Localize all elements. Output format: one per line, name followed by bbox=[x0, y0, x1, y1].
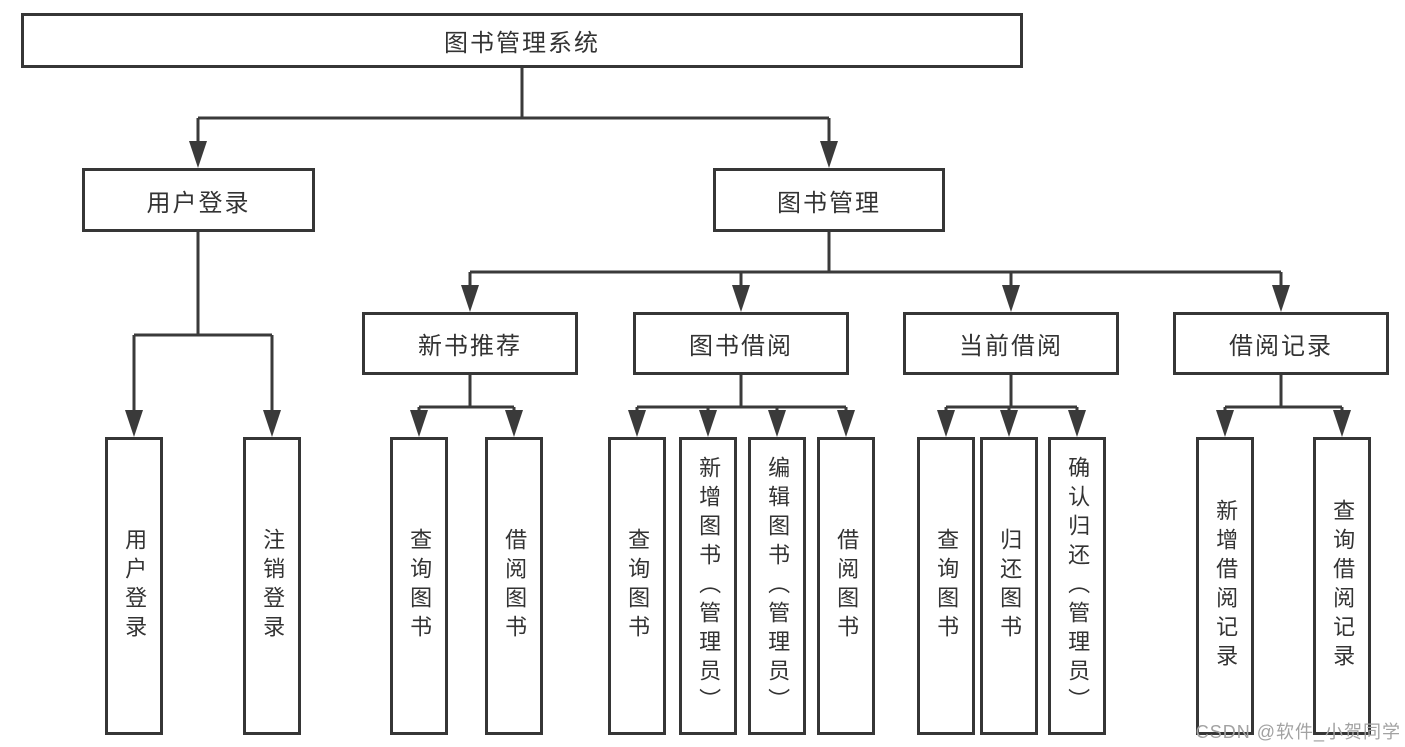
leaf-query-books-borrow-label: 查询图书 bbox=[625, 528, 651, 644]
arrowheads bbox=[125, 141, 1351, 437]
leaf-query-books-current-label: 查询图书 bbox=[934, 528, 960, 644]
leaf-query-books-recommend-label: 查询图书 bbox=[407, 528, 433, 644]
leaf-edit-books-admin-label: 编辑图书（管理员） bbox=[765, 455, 791, 717]
leaf-query-books-recommend: 查询图书 bbox=[390, 437, 448, 735]
leaf-add-borrow-record-label: 新增借阅记录 bbox=[1213, 499, 1239, 673]
leaf-add-borrow-record: 新增借阅记录 bbox=[1196, 437, 1254, 735]
node-borrowing-records: 借阅记录 bbox=[1173, 312, 1389, 375]
leaf-confirm-return-admin-label: 确认归还（管理员） bbox=[1065, 455, 1091, 717]
leaf-borrow-books-label: 借阅图书 bbox=[834, 528, 860, 644]
node-root-label: 图书管理系统 bbox=[444, 30, 600, 57]
leaf-user-login-label: 用户登录 bbox=[122, 528, 148, 644]
node-new-book-recommend: 新书推荐 bbox=[362, 312, 578, 375]
node-book-borrowing: 图书借阅 bbox=[633, 312, 849, 375]
leaf-return-books: 归还图书 bbox=[980, 437, 1038, 735]
leaf-borrow-books-recommend-label: 借阅图书 bbox=[502, 528, 528, 644]
leaf-borrow-books-recommend: 借阅图书 bbox=[485, 437, 543, 735]
node-current-borrowing: 当前借阅 bbox=[903, 312, 1119, 375]
leaf-add-books-admin-label: 新增图书（管理员） bbox=[696, 455, 722, 717]
leaf-edit-books-admin: 编辑图书（管理员） bbox=[748, 437, 806, 735]
node-book-management-label: 图书管理 bbox=[777, 189, 881, 217]
leaf-query-borrow-record: 查询借阅记录 bbox=[1313, 437, 1371, 735]
node-current-borrowing-label: 当前借阅 bbox=[959, 333, 1063, 360]
leaf-user-login: 用户登录 bbox=[105, 437, 163, 735]
leaf-query-borrow-record-label: 查询借阅记录 bbox=[1330, 499, 1356, 673]
csdn-watermark: CSDN @软件_小贺同学 bbox=[1195, 722, 1401, 742]
leaf-return-books-label: 归还图书 bbox=[997, 528, 1023, 644]
leaf-logout-label: 注销登录 bbox=[260, 528, 286, 644]
node-user-login-label: 用户登录 bbox=[146, 189, 251, 217]
node-new-book-recommend-label: 新书推荐 bbox=[418, 333, 522, 360]
leaf-query-books-borrow: 查询图书 bbox=[608, 437, 666, 735]
leaf-query-books-current: 查询图书 bbox=[917, 437, 975, 735]
leaf-add-books-admin: 新增图书（管理员） bbox=[679, 437, 737, 735]
leaf-confirm-return-admin: 确认归还（管理员） bbox=[1048, 437, 1106, 735]
node-borrowing-records-label: 借阅记录 bbox=[1229, 333, 1333, 360]
node-book-borrowing-label: 图书借阅 bbox=[689, 333, 793, 360]
node-book-management: 图书管理 bbox=[713, 168, 945, 232]
leaf-borrow-books: 借阅图书 bbox=[817, 437, 875, 735]
node-root: 图书管理系统 bbox=[21, 13, 1023, 68]
node-user-login: 用户登录 bbox=[82, 168, 315, 232]
leaf-logout: 注销登录 bbox=[243, 437, 301, 735]
